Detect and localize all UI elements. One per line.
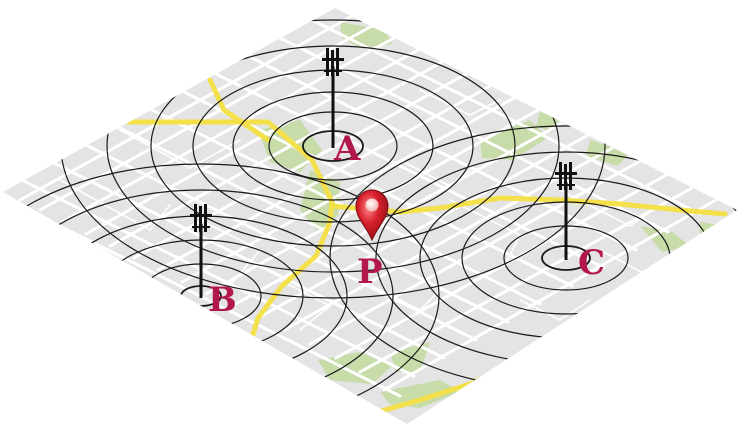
tower-c-label: C — [578, 243, 605, 283]
antenna-icon — [322, 48, 344, 76]
tower-a-label: A — [333, 129, 361, 169]
point-p-label: P — [357, 252, 383, 292]
antenna-icon — [190, 204, 212, 232]
cell-tower-c — [555, 162, 577, 260]
street-grid — [3, 12, 718, 398]
cell-tower-b — [190, 204, 212, 298]
antenna-icon — [555, 162, 577, 190]
cell-tower-a — [322, 48, 344, 148]
tower-b-label: B — [208, 280, 237, 320]
map-pin-icon[interactable] — [355, 189, 389, 242]
